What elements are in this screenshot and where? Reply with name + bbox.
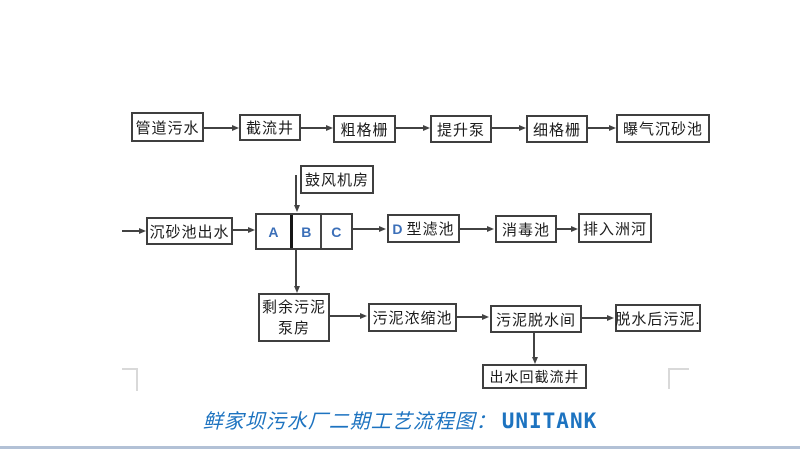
caption-title-zh: 鲜家坝污水厂二期工艺流程图：	[202, 409, 497, 433]
margin-corner-mark-right	[668, 368, 689, 389]
node-fine-screen: 细格栅	[526, 115, 588, 143]
node-blower-room: 鼓风机房	[300, 165, 374, 194]
caption: 鲜家坝污水厂二期工艺流程图：UNITANK	[0, 405, 800, 434]
d-filter-zh: 型滤池	[406, 221, 455, 238]
arrow-disinfection-to-discharge	[557, 226, 578, 232]
node-lift-pump: 提升泵	[430, 115, 492, 143]
arrow-dewatering-to-dewatered	[582, 315, 614, 321]
arrow-pump-to-thickening	[330, 313, 367, 319]
node-grit-outflow: 沉砂池出水	[146, 217, 233, 245]
unitank-cell-b: B	[293, 215, 322, 248]
arrow-coarse-to-lift	[396, 125, 430, 131]
node-discharge-river: 排入洲河	[578, 213, 652, 243]
arrow-dewatering-to-return-well	[531, 333, 538, 364]
surplus-sludge-line2: 泵房	[277, 319, 310, 337]
arrow-unitank-to-dfilter	[353, 226, 386, 232]
arrow-inlet-to-grit-outflow	[122, 228, 146, 234]
arrow-thickening-to-dewatering	[457, 314, 489, 320]
node-disinfection: 消毒池	[495, 215, 557, 243]
d-filter-latin: D	[392, 220, 403, 237]
arrow-fine-to-grit	[588, 125, 616, 131]
node-dewatered-sludge: 脱水后污泥.	[615, 304, 701, 332]
node-coarse-screen: 粗格栅	[333, 115, 396, 143]
caption-title-en: UNITANK	[501, 409, 598, 433]
surplus-sludge-line1: 剩余污泥	[261, 298, 326, 316]
node-pipe-sewage: 管道污水	[131, 112, 204, 142]
unitank-cell-a: A	[257, 215, 293, 248]
node-sludge-thickening: 污泥浓缩池	[368, 303, 457, 332]
node-surplus-sludge-pump: 剩余污泥 泵房	[258, 293, 330, 342]
bottom-page-rule	[0, 446, 800, 449]
arrow-unitank-to-sludge-pump	[293, 250, 300, 293]
arrow-intercept-to-coarse	[301, 125, 333, 131]
arrow-grit-outflow-to-unitank	[233, 227, 255, 233]
margin-corner-mark-left	[122, 368, 138, 391]
node-outflow-return-well: 出水回截流井	[482, 364, 587, 389]
node-intercept-well: 截流井	[239, 114, 301, 141]
arrow-dfilter-to-disinfection	[460, 226, 494, 232]
arrow-lift-to-fine	[492, 125, 526, 131]
arrow-blower-to-unitank	[293, 175, 300, 212]
unitank-cell-c: C	[331, 223, 342, 240]
arrow-pipe-to-intercept	[204, 125, 239, 131]
node-sludge-dewatering: 污泥脱水间	[490, 305, 582, 333]
node-aerated-grit-chamber: 曝气沉砂池	[616, 114, 710, 143]
node-unitank-abc: A B C	[255, 213, 353, 250]
